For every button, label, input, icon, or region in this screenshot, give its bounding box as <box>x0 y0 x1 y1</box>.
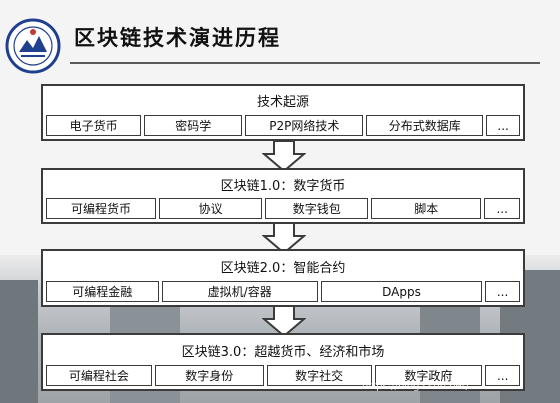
layer-cells: 电子货币 密码学 P2P网络技术 分布式数据库 ... <box>46 115 520 136</box>
cell-programmable-society: 可编程社会 <box>46 365 152 386</box>
layer-blockchain-1: 区块链1.0：数字货币 可编程货币 协议 数字钱包 脚本 ... <box>41 168 525 224</box>
cell-digital-government: 数字政府 <box>374 365 483 386</box>
cell-ellipsis: ... <box>485 365 520 386</box>
cell-protocol: 协议 <box>159 198 263 219</box>
cell-ellipsis: ... <box>486 115 520 136</box>
cell-ellipsis: ... <box>485 281 520 302</box>
cell-digital-wallet: 数字钱包 <box>265 198 369 219</box>
layer-header: 区块链1.0：数字货币 <box>220 179 346 194</box>
cell-vm-container: 虚拟机/容器 <box>161 281 318 302</box>
down-arrow-icon <box>262 140 306 172</box>
layer-cells: 可编程社会 数字身份 数字社交 数字政府 ... <box>46 365 520 386</box>
layer-cells: 可编程金融 虚拟机/容器 DApps ... <box>46 281 520 302</box>
cell-electronic-money: 电子货币 <box>46 115 142 136</box>
down-arrow-icon <box>262 305 306 337</box>
cell-programmable-finance: 可编程金融 <box>46 281 159 302</box>
layer-header: 区块链2.0：智能合约 <box>220 261 346 276</box>
cell-ellipsis: ... <box>484 198 521 219</box>
cell-cryptography: 密码学 <box>144 115 243 136</box>
watermark-url: https://blog.csdn.net/... <box>362 381 479 392</box>
page-title: 区块链技术演进历程 <box>74 26 281 50</box>
cell-dapps: DApps <box>320 281 483 302</box>
title-divider <box>70 62 540 64</box>
cell-script: 脚本 <box>371 198 482 219</box>
layer-blockchain-2: 区块链2.0：智能合约 可编程金融 虚拟机/容器 DApps ... <box>41 249 525 307</box>
cell-distributed-database: 分布式数据库 <box>366 115 484 136</box>
university-logo <box>5 18 61 74</box>
layer-blockchain-3: 区块链3.0：超越货币、经济和市场 可编程社会 数字身份 数字社交 数字政府 .… <box>41 333 525 391</box>
cell-digital-social: 数字社交 <box>266 365 372 386</box>
layer-cells: 可编程货币 协议 数字钱包 脚本 ... <box>46 198 521 219</box>
layer-header: 区块链3.0：超越货币、经济和市场 <box>181 345 385 360</box>
layer-tech-origin: 技术起源 电子货币 密码学 P2P网络技术 分布式数据库 ... <box>41 84 525 141</box>
cell-p2p-network: P2P网络技术 <box>245 115 364 136</box>
background-building <box>0 280 38 403</box>
cell-programmable-currency: 可编程货币 <box>46 198 157 219</box>
layer-header: 技术起源 <box>256 95 309 110</box>
cell-digital-identity: 数字身份 <box>154 365 264 386</box>
down-arrow-icon <box>262 222 306 254</box>
